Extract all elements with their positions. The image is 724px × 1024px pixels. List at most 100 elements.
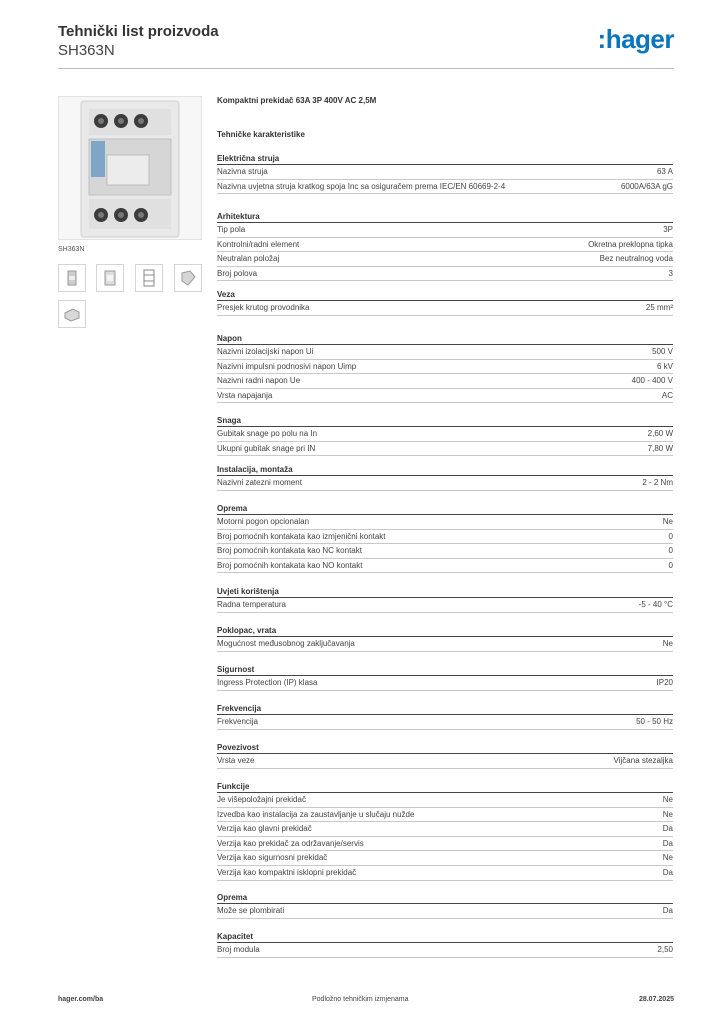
hager-logo: :hager [597, 24, 675, 54]
section-title: Napon [217, 332, 673, 345]
spec-row: Gubitak snage po polu na In 2,60 W [217, 427, 673, 442]
spec-label: Ukupni gubitak snage pri IN [217, 443, 316, 453]
spec-label: Tip pola [217, 225, 246, 234]
spec-value: 6000A/63A gG [620, 181, 673, 191]
spec-value: 25 mm² [645, 303, 673, 312]
section-title: Električna struja [217, 152, 673, 165]
spec-value: 0 [668, 531, 673, 541]
spec-row: Vrsta napajanja AC [217, 389, 673, 404]
spec-row: Neutralan položaj Bez neutralnog voda [217, 252, 673, 267]
header-divider [58, 68, 674, 69]
spec-label: Broj pomoćnih kontakata kao NC kontakt [217, 546, 362, 556]
spec-value: Da [662, 906, 673, 915]
dimension-drawing-icon [143, 269, 155, 287]
footer-note: Podložno tehničkim izmjenama [312, 996, 409, 1003]
switch-front-icon [67, 270, 77, 286]
spec-value: 2,60 W [647, 429, 673, 438]
spec-label: Nazivna uvjetna struja kratkog spoja Inc… [217, 181, 506, 191]
spec-label: Gubitak snage po polu na In [217, 429, 318, 438]
product-media: SH363N [58, 96, 202, 328]
spec-row: Broj pomoćnih kontakata kao izmjenični k… [217, 530, 673, 545]
footer-date: 28.07.2025 [638, 996, 674, 1003]
spec-value: 50 - 50 Hz [636, 717, 673, 726]
section-title: Sigurnost [217, 663, 673, 676]
logo-text: :hager [597, 24, 675, 54]
spec-row: Verzija kao prekidač za održavanje/servi… [217, 837, 673, 852]
thumbnail-drawing[interactable] [135, 264, 163, 292]
spec-label: Izvedba kao instalacija za zaustavljanje… [217, 809, 415, 819]
thumbnail-angle[interactable] [174, 264, 202, 292]
product-image[interactable] [58, 96, 202, 240]
spec-value: AC [661, 390, 673, 400]
footer-website[interactable]: hager.com/ba [58, 996, 104, 1003]
spec-label: Vrsta napajanja [217, 390, 273, 400]
spec-value: -5 - 40 °C [638, 600, 673, 609]
spec-label: Frekvencija [217, 717, 258, 726]
spec-value: 2 - 2 Nm [642, 478, 673, 487]
spec-label: Verzija kao sigurnosni prekidač [217, 853, 328, 863]
switch-side-icon [104, 270, 116, 286]
spec-value: 7,80 W [647, 443, 673, 453]
spec-label: Nazivni radni napon Ue [217, 376, 301, 386]
section-title: Oprema [217, 502, 673, 515]
product-name: Kompaktni prekidač 63A 3P 400V AC 2,5M [217, 96, 377, 105]
spec-row: Broj pomoćnih kontakata kao NO kontakt 0 [217, 559, 673, 574]
spec-row: Nazivna uvjetna struja kratkog spoja Inc… [217, 180, 673, 195]
spec-row: Ukupni gubitak snage pri IN 7,80 W [217, 442, 673, 457]
page-header: Tehnički list proizvoda SH363N :hager [58, 20, 675, 70]
section-title: Frekvencija [217, 702, 673, 715]
spec-label: Nazivni zatezni moment [217, 478, 302, 487]
spec-value: Ne [662, 809, 673, 819]
section-title: Oprema [217, 891, 673, 904]
spec-value: Da [662, 838, 673, 848]
spec-value: Okretna preklopna tipka [588, 239, 673, 249]
spec-row: Frekvencija 50 - 50 Hz [217, 715, 673, 730]
spec-value: Ne [662, 853, 673, 863]
technical-heading: Tehničke karakteristike [217, 130, 305, 139]
spec-row: Nazivni zatezni moment 2 - 2 Nm [217, 476, 673, 491]
switch-illustration [59, 97, 201, 239]
spec-label: Broj pomoćnih kontakata kao NO kontakt [217, 560, 363, 570]
spec-value: 0 [668, 560, 673, 570]
thumbnail-side[interactable] [96, 264, 124, 292]
spec-value: 2,50 [657, 945, 673, 954]
section-title: Instalacija, montaža [217, 463, 673, 476]
section-title: Povezivost [217, 741, 673, 754]
spec-label: Neutralan položaj [217, 254, 280, 264]
section-title: Uvjeti korištenja [217, 585, 673, 598]
spec-label: Verzija kao prekidač za održavanje/servi… [217, 838, 364, 848]
spec-label: Motorni pogon opcionalan [217, 517, 310, 526]
page-title: Tehnički list proizvoda [58, 23, 219, 40]
thumbnail-3d[interactable] [58, 300, 86, 328]
spec-value: Ne [662, 795, 673, 804]
section-title: Arhitektura [217, 210, 673, 223]
thumbnail-front[interactable] [58, 264, 86, 292]
spec-label: Vrsta veze [217, 756, 255, 765]
spec-label: Mogućnost međusobnog zaključavanja [217, 639, 355, 648]
spec-value: Ne [662, 517, 673, 526]
spec-value: 400 - 400 V [631, 376, 673, 386]
spec-value: Bez neutralnog voda [599, 254, 673, 264]
